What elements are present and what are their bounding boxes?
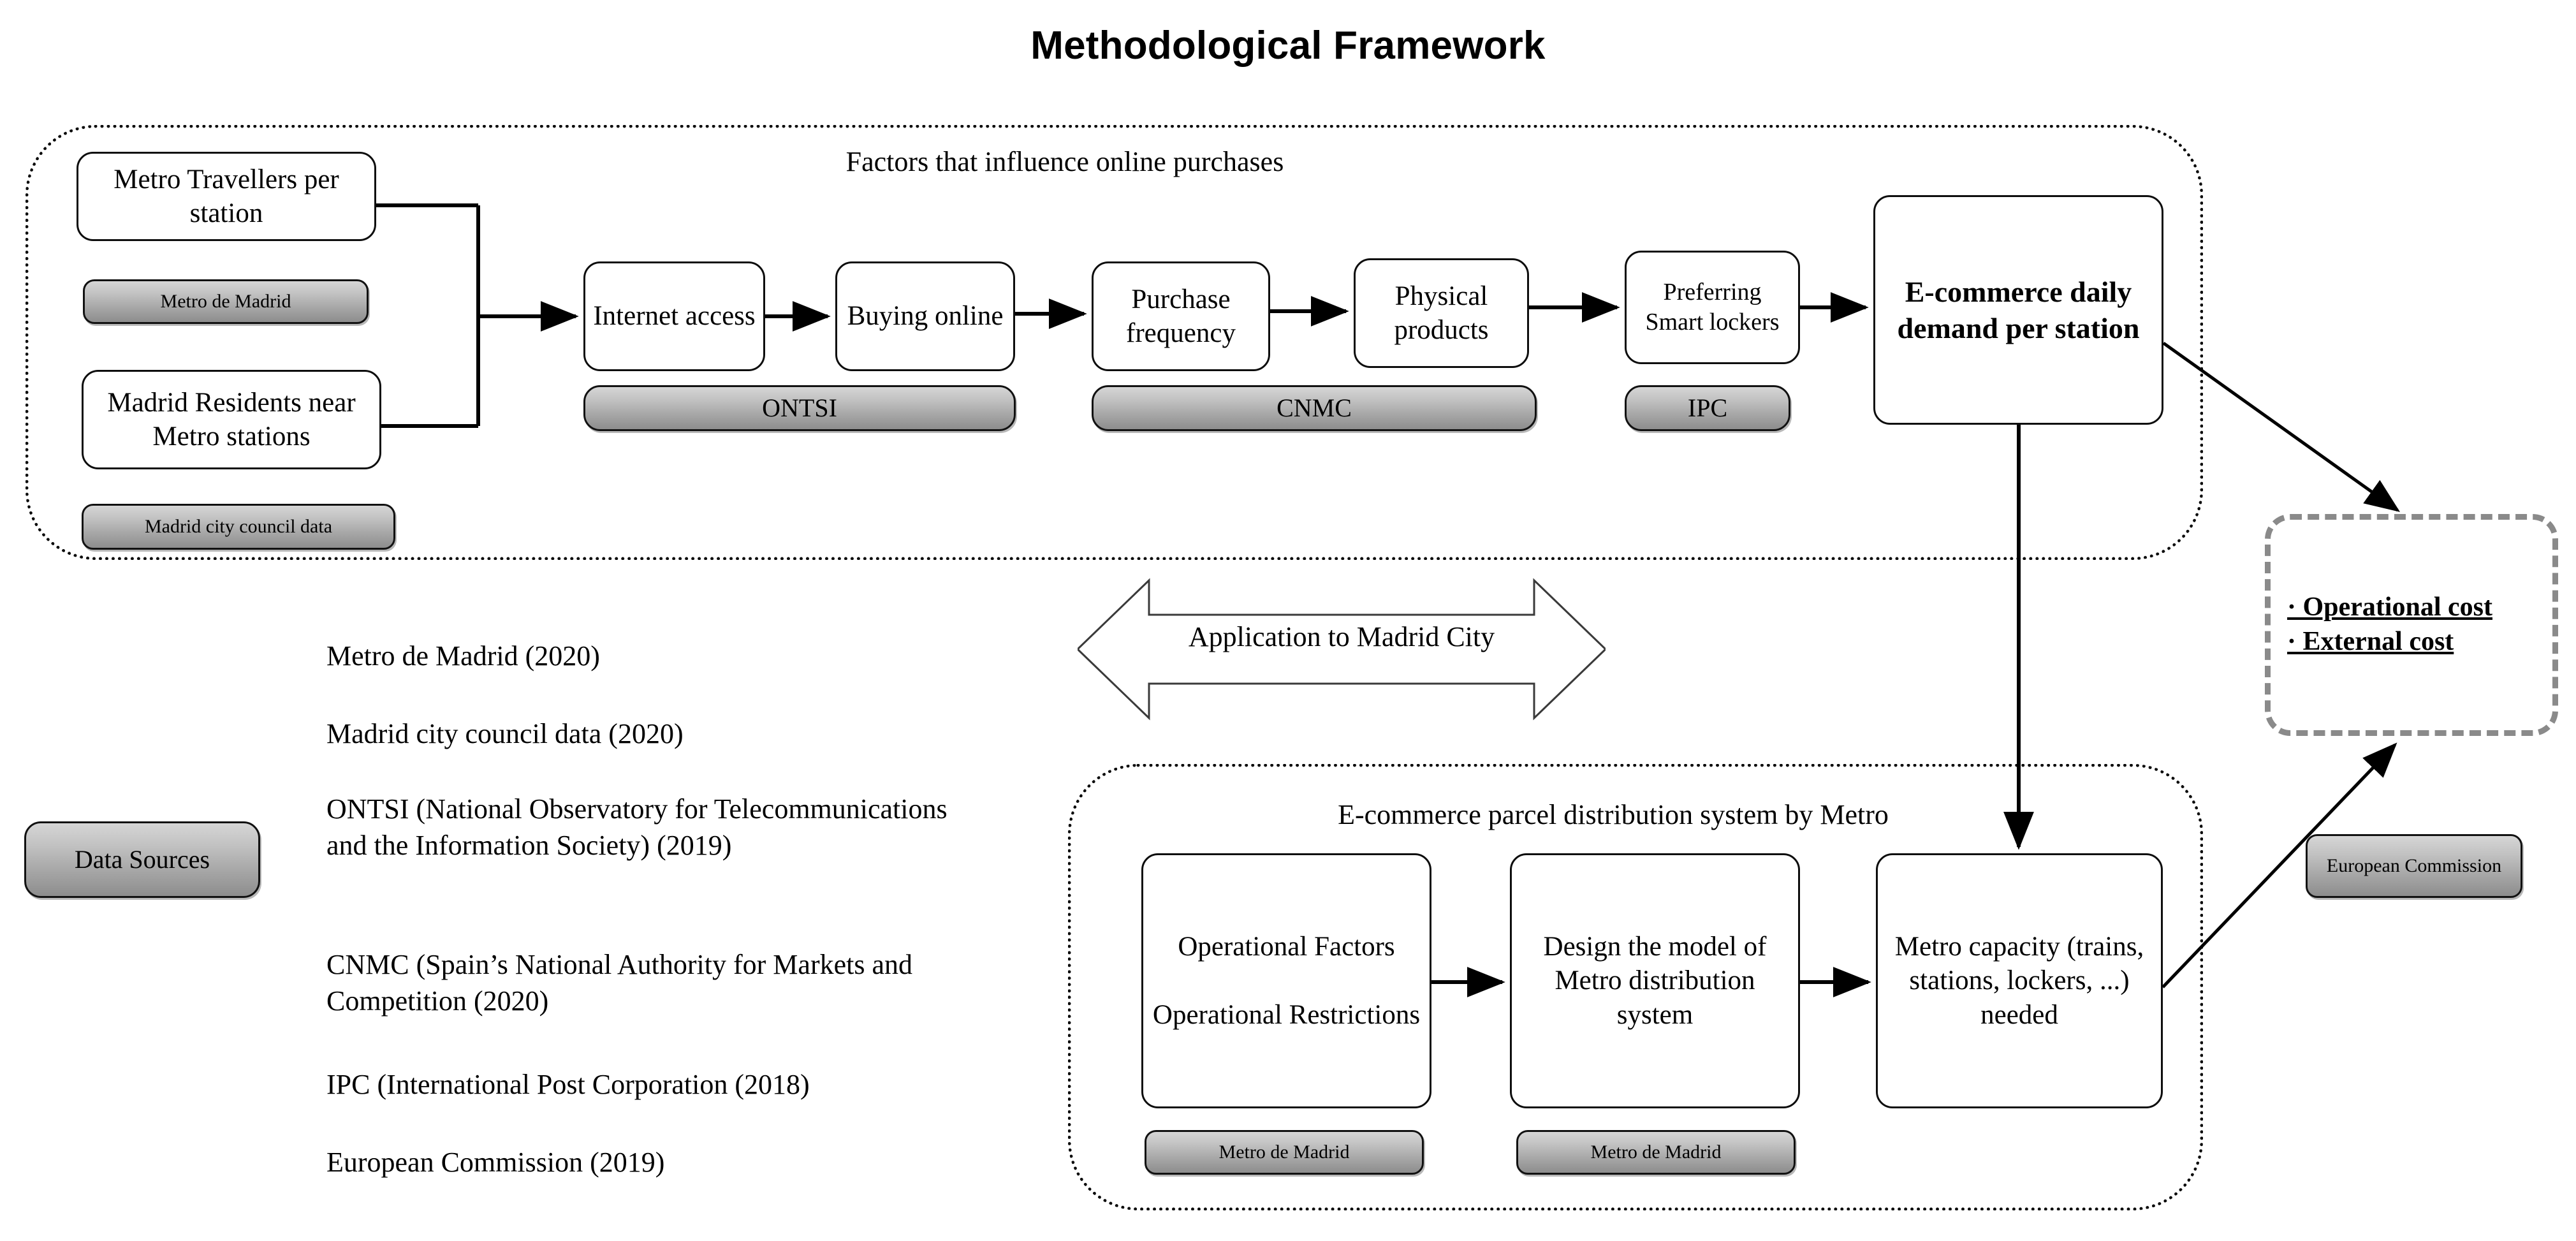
source-badge-madrid-city-council[interactable]: Madrid city council data bbox=[82, 504, 395, 550]
outcome-line-external-cost: · External cost bbox=[2287, 627, 2454, 656]
bridge-arrow-label: Application to Madrid City bbox=[1188, 621, 1495, 652]
bridge-arrow-shape bbox=[1076, 578, 1607, 721]
source-badge-metro-de-madrid-1[interactable]: Metro de Madrid bbox=[83, 279, 369, 324]
source-badge-european-commission[interactable]: European Commission bbox=[2306, 834, 2522, 898]
chain-box-physical-products[interactable]: Physical products bbox=[1354, 258, 1529, 368]
page-title: Methodological Framework bbox=[1030, 24, 1546, 68]
input-box-madrid-residents[interactable]: Madrid Residents near Metro stations bbox=[82, 370, 381, 469]
source-badge-cnmc[interactable]: CNMC bbox=[1092, 385, 1537, 431]
step-box-operational-factors-text: Operational Factors Operational Restrict… bbox=[1152, 932, 1421, 1030]
data-source-item-2: ONTSI (National Observatory for Telecomm… bbox=[326, 793, 948, 862]
bottom-panel-label: E-commerce parcel distribution system by… bbox=[1338, 799, 1889, 830]
step-box-design-model[interactable]: Design the model of Metro distribution s… bbox=[1510, 853, 1800, 1108]
data-source-item-3: CNMC (Spain’s National Authority for Mar… bbox=[326, 949, 913, 1017]
data-sources-badge[interactable]: Data Sources bbox=[24, 821, 260, 898]
data-source-item-0: Metro de Madrid (2020) bbox=[326, 640, 600, 672]
output-box-ecommerce-daily-demand[interactable]: E-commerce daily demand per station bbox=[1873, 195, 2163, 425]
source-badge-ontsi[interactable]: ONTSI bbox=[583, 385, 1016, 431]
step-box-operational-factors[interactable]: Operational Factors Operational Restrict… bbox=[1141, 853, 1431, 1108]
top-panel-label: Factors that influence online purchases bbox=[845, 146, 1284, 177]
chain-box-purchase-frequency[interactable]: Purchase frequency bbox=[1092, 261, 1270, 371]
chain-box-preferring-smart-lockers[interactable]: Preferring Smart lockers bbox=[1625, 251, 1800, 364]
data-source-item-4: IPC (International Post Corporation (201… bbox=[326, 1069, 810, 1100]
input-box-metro-travellers[interactable]: Metro Travellers per station bbox=[77, 152, 376, 241]
step-box-metro-capacity[interactable]: Metro capacity (trains, stations, locker… bbox=[1876, 853, 2163, 1108]
outcome-line-operational-cost: · Operational cost bbox=[2287, 592, 2492, 622]
chain-box-internet-access[interactable]: Internet access bbox=[583, 261, 765, 371]
source-badge-metro-de-madrid-2[interactable]: Metro de Madrid bbox=[1145, 1130, 1424, 1175]
chain-box-buying-online[interactable]: Buying online bbox=[835, 261, 1015, 371]
data-source-item-5: European Commission (2019) bbox=[326, 1147, 665, 1178]
bridge-arrow: Application to Madrid City bbox=[1076, 576, 1607, 722]
source-badge-ipc[interactable]: IPC bbox=[1625, 385, 1790, 431]
outcome-box[interactable]: · Operational cost · External cost bbox=[2265, 514, 2558, 736]
source-badge-metro-de-madrid-3[interactable]: Metro de Madrid bbox=[1516, 1130, 1796, 1175]
data-source-item-1: Madrid city council data (2020) bbox=[326, 718, 684, 749]
